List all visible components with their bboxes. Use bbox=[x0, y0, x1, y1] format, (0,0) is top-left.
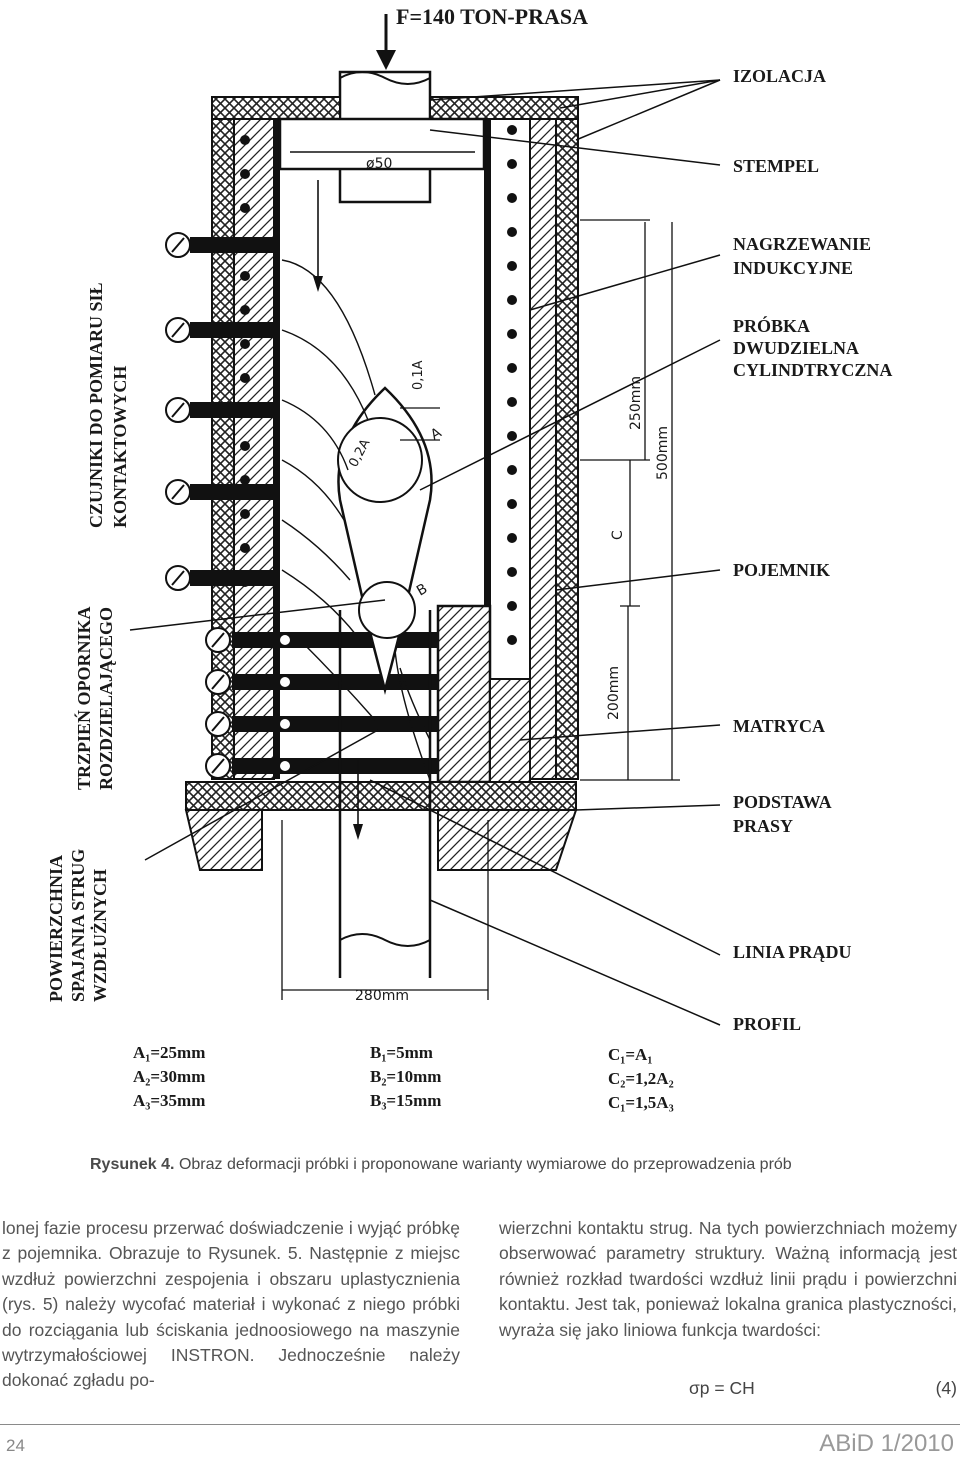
variant-b3: B₃=15mm bbox=[370, 1091, 441, 1110]
coil-dot bbox=[507, 567, 517, 577]
coil-dot bbox=[507, 193, 517, 203]
force-sensor-icon bbox=[165, 232, 280, 258]
dim-01a: 0,1A bbox=[411, 360, 426, 390]
caption-label: Rysunek 4. bbox=[90, 1156, 175, 1173]
press-base bbox=[184, 781, 578, 871]
label-probka-2: DWUDZIELNA bbox=[733, 338, 859, 358]
label-powierzchnia-1: POWIERZCHNIA bbox=[46, 855, 66, 1002]
coil-dot bbox=[507, 295, 517, 305]
formula: σp = CH bbox=[689, 1378, 755, 1398]
coil-dot bbox=[507, 125, 517, 135]
profile-rod bbox=[338, 610, 432, 978]
variant-b1: B₁=5mm bbox=[370, 1043, 433, 1062]
label-probka-1: PRÓBKA bbox=[733, 315, 810, 336]
label-trzpien-2: ROZDZIELAJĄCEGO bbox=[96, 607, 116, 790]
label-nagrzewanie-2: INDUKCYJNE bbox=[733, 258, 853, 278]
coil-dot bbox=[240, 203, 250, 213]
formula-number: (4) bbox=[935, 1378, 957, 1398]
dim-d50: ø50 bbox=[366, 156, 392, 172]
coil-dots-right bbox=[507, 125, 517, 645]
label-linia: LINIA PRĄDU bbox=[733, 942, 852, 962]
figure-caption: Rysunek 4. Obraz deformacji próbki i pro… bbox=[90, 1156, 890, 1174]
label-czujniki-1: CZUJNIKI DO POMIARU SIŁ bbox=[86, 282, 106, 528]
force-arrow-icon bbox=[376, 14, 396, 70]
label-stempel: STEMPEL bbox=[733, 156, 819, 176]
variant-a1: A₁=25mm bbox=[133, 1043, 205, 1062]
container-wall-left bbox=[233, 118, 280, 780]
label-podstawa-2: PRASY bbox=[733, 816, 793, 836]
coil-dot bbox=[507, 261, 517, 271]
label-izolacja: IZOLACJA bbox=[733, 66, 826, 86]
force-sensor-icon bbox=[165, 397, 280, 423]
coil-dot bbox=[507, 363, 517, 373]
sample-deformation: 0,2A 0,1A A B bbox=[337, 360, 445, 695]
dim-500: 500mm bbox=[655, 426, 671, 480]
dim-200: 200mm bbox=[606, 666, 622, 720]
coil-dot bbox=[507, 431, 517, 441]
coil-dot bbox=[240, 373, 250, 383]
variant-a3: A₃=35mm bbox=[133, 1091, 205, 1110]
journal-name: ABiD 1/2010 bbox=[819, 1430, 954, 1457]
label-profil: PROFIL bbox=[733, 1014, 801, 1034]
die-matryca bbox=[436, 604, 531, 784]
coil-dot bbox=[507, 533, 517, 543]
formula-row: σp = CH (4) bbox=[499, 1378, 957, 1404]
coil-dot bbox=[507, 329, 517, 339]
label-nagrzewanie-1: NAGRZEWANIE bbox=[733, 234, 871, 254]
coil-dot bbox=[507, 465, 517, 475]
variant-c3: C₁=1,5A₃ bbox=[608, 1093, 674, 1112]
label-matryca: MATRYCA bbox=[733, 716, 825, 736]
variant-c2: C₂=1,2A₂ bbox=[608, 1069, 674, 1088]
stempel-head bbox=[278, 117, 486, 171]
coil-dot bbox=[240, 305, 250, 315]
coil-dot bbox=[507, 397, 517, 407]
dim-250: 250mm bbox=[628, 376, 644, 430]
dim-b: B bbox=[414, 581, 430, 600]
resistor-pin-icon bbox=[205, 711, 438, 737]
label-trzpien-1: TRZPIEŃ OPORNIKA bbox=[73, 606, 94, 790]
dim-280: 280mm bbox=[355, 988, 409, 1004]
dim-a: A bbox=[428, 425, 445, 444]
figure-press-diagram: F=140 TON-PRASA ø50 bbox=[46, 4, 892, 1112]
body-text-left: lonej fazie procesu przerwać doświadczen… bbox=[2, 1218, 460, 1391]
coil-dot bbox=[240, 271, 250, 281]
coil-dot bbox=[240, 509, 250, 519]
coil-dot bbox=[507, 159, 517, 169]
variant-b2: B₂=10mm bbox=[370, 1067, 441, 1086]
coil-dot bbox=[240, 441, 250, 451]
dim-c: C bbox=[610, 530, 626, 540]
variant-c1: C₁=A₁ bbox=[608, 1045, 652, 1064]
coil-dot bbox=[240, 475, 250, 485]
label-probka-3: CYLINDTRYCZNA bbox=[733, 360, 892, 380]
caption-text: Obraz deformacji próbki i proponowane wa… bbox=[178, 1156, 792, 1173]
force-label: F=140 TON-PRASA bbox=[396, 4, 588, 29]
flow-lines bbox=[281, 259, 431, 781]
coil-dot bbox=[240, 543, 250, 553]
force-sensor-icon bbox=[165, 479, 280, 505]
coil-dot bbox=[507, 227, 517, 237]
body-text-right: wierzchni kontaktu strug. Na tych powier… bbox=[499, 1218, 957, 1340]
force-sensor-icon bbox=[165, 317, 280, 343]
coil-dot bbox=[240, 339, 250, 349]
coil-dot bbox=[240, 169, 250, 179]
label-podstawa-1: PODSTAWA bbox=[733, 792, 832, 812]
leader-lines bbox=[129, 79, 721, 1026]
force-sensor-icon bbox=[165, 565, 280, 591]
dimension-lines bbox=[281, 219, 680, 1000]
footer-rule bbox=[0, 1424, 960, 1425]
page-number: 24 bbox=[6, 1436, 25, 1455]
label-czujniki-2: KONTAKTOWYCH bbox=[110, 366, 130, 528]
insulation bbox=[211, 96, 579, 780]
label-powierzchnia-3: WZDŁUŻNYCH bbox=[90, 869, 110, 1002]
coil-dot bbox=[507, 635, 517, 645]
coil-dot bbox=[507, 499, 517, 509]
coil-dot bbox=[240, 135, 250, 145]
flow-arrows bbox=[313, 180, 363, 840]
resistor-pin-icon bbox=[205, 753, 438, 779]
variant-a2: A₂=30mm bbox=[133, 1067, 205, 1086]
label-pojemnik: POJEMNIK bbox=[733, 560, 830, 580]
coil-dot bbox=[507, 601, 517, 611]
label-powierzchnia-2: SPAJANIA STRUG bbox=[68, 849, 88, 1002]
